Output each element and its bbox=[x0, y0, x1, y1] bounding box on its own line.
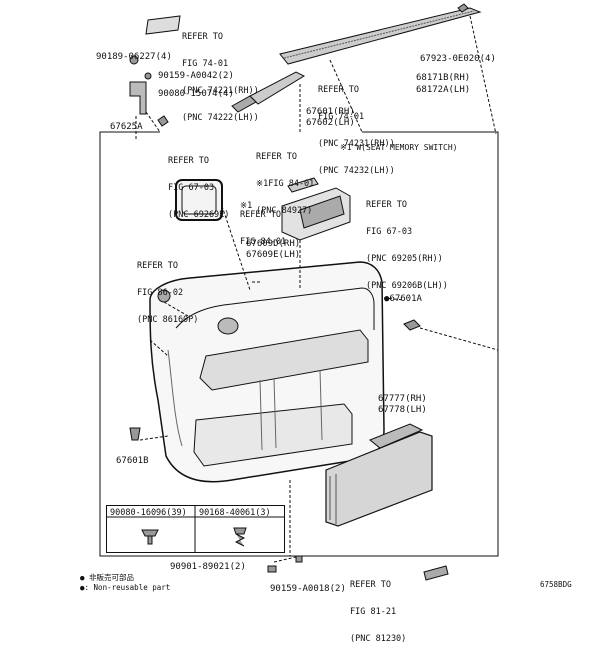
ref-fig-84-01-panel: ※1 REFER TO FIG 84-01 bbox=[240, 184, 286, 256]
ref-refer-text: REFER TO bbox=[256, 152, 297, 162]
label-68172a: 68172A(LH) bbox=[416, 85, 471, 95]
leader-lines-top bbox=[135, 15, 497, 140]
label-67609d: 67609D(RH) bbox=[246, 239, 301, 249]
label-90080-15074: 90080-15074(4) bbox=[158, 89, 234, 99]
ref-pnc-text: (PNC 74221(RH)) bbox=[182, 86, 259, 96]
ref-fig-text: ※1FIG 84-01 bbox=[256, 179, 315, 189]
leader-lines-main bbox=[139, 205, 499, 563]
ref-pnc-text: (PNC 69205(RH)) bbox=[366, 254, 443, 264]
ref-fig-67-03-grille: REFER TO FIG 67-03 (PNC 69269E) bbox=[168, 139, 229, 229]
clip-67601b-part bbox=[129, 427, 141, 441]
ref-fig-74-01-rh: REFER TO FIG 74-01 (PNC 74221(RH)) (PNC … bbox=[182, 15, 259, 132]
belt-moulding-ridge bbox=[283, 10, 475, 59]
fastener-table-col2: 90168-40061(3) bbox=[199, 508, 271, 518]
lower-carpet-part bbox=[325, 431, 433, 527]
ref-fig-86-02-light: REFER TO FIG 86-02 (PNC 86160P) bbox=[137, 244, 198, 334]
belt-moulding-clip bbox=[457, 3, 469, 13]
seat-switch-part bbox=[287, 177, 319, 193]
door-trim-vertical-ribs bbox=[259, 369, 323, 451]
ref-pnc-text: (PNC 84927) bbox=[256, 206, 313, 216]
ref-refer-text: REFER TO bbox=[366, 200, 407, 210]
label-90159-a0042: 90159-A0042(2) bbox=[158, 71, 234, 81]
door-trim-pocket bbox=[193, 403, 353, 467]
label-90159-a0018: 90159-A0018(2) bbox=[270, 584, 346, 594]
note-seat-memory-switch: ※1 W(SEAT MEMORY SWITCH) bbox=[340, 143, 458, 152]
footer-diagram-code: 6758BDG bbox=[540, 580, 572, 589]
fastener-table: 90080-16096(39) 90168-40061(3) bbox=[106, 505, 285, 553]
door-trim-upper-contour bbox=[175, 287, 375, 330]
ref-fig-81-21-lamp: REFER TO FIG 81-21 (PNC 81230) bbox=[350, 563, 406, 653]
fastener-90080-16096-icon bbox=[141, 529, 159, 545]
ref-pnc-text: (PNC 74232(LH)) bbox=[318, 166, 395, 176]
ref-refer-text: ※1 REFER TO bbox=[240, 201, 281, 220]
fastener-table-col1: 90080-16096(39) bbox=[110, 508, 187, 518]
ref-refer-text: REFER TO bbox=[318, 85, 359, 95]
label-67601b: 67601B bbox=[116, 456, 149, 466]
clip-90159-part bbox=[144, 72, 152, 80]
label-67601a: ●67601A bbox=[384, 294, 422, 304]
ref-fig-text: FIG 74-01 bbox=[318, 112, 365, 122]
ref-refer-text: REFER TO bbox=[182, 32, 223, 42]
ref-fig-text: FIG 74-01 bbox=[182, 59, 229, 69]
inside-handle-opening bbox=[217, 317, 239, 335]
ref-fig-74-01-garnish: REFER TO FIG 74-01 (PNC 74231(RH)) (PNC … bbox=[318, 68, 395, 185]
ref-refer-text: REFER TO bbox=[350, 580, 391, 590]
ref-refer-text: REFER TO bbox=[168, 156, 209, 166]
ref-fig-text: FIG 86-02 bbox=[137, 288, 184, 298]
speaker-grille-inner bbox=[181, 185, 217, 215]
lower-carpet-upper bbox=[369, 423, 424, 449]
courtesy-lamp-part bbox=[423, 565, 449, 581]
screw-90189-part bbox=[129, 55, 139, 65]
ref-pnc-text: (PNC 81230) bbox=[350, 634, 407, 644]
fastener-90168-40061-icon bbox=[233, 527, 247, 547]
ref-fig-text: FIG 81-21 bbox=[350, 607, 397, 617]
label-67601-rh: 67601(RH) bbox=[306, 107, 355, 117]
lower-carpet-edge bbox=[329, 474, 337, 524]
door-trim-inner-curve bbox=[167, 349, 183, 447]
clip-90159-a0018-part bbox=[267, 565, 277, 573]
footer-non-reusable-jp: ● 非販売可部品 bbox=[80, 573, 135, 582]
footer-non-reusable-en: ●: Non-reusable part bbox=[80, 583, 171, 592]
ref-fig-84-01-switch: REFER TO ※1FIG 84-01 (PNC 84927) bbox=[256, 135, 314, 225]
ref-pnc-text: (PNC 86160P) bbox=[137, 315, 199, 325]
ref-fig-text: FIG 84-01 bbox=[240, 237, 287, 247]
bracket-67625a-part bbox=[129, 81, 147, 115]
ref-pnc-text: (PNC 74231(RH)) bbox=[318, 139, 395, 149]
label-67778-lh: 67778(LH) bbox=[378, 405, 427, 415]
armrest-switch-detail bbox=[299, 195, 345, 229]
label-67777-rh: 67777(RH) bbox=[378, 394, 427, 404]
door-trim-parts-diagram bbox=[99, 3, 499, 581]
ref-fig-67-03-armrest: REFER TO FIG 67-03 (PNC 69205(RH)) (PNC … bbox=[366, 183, 448, 300]
clip-90080-part bbox=[157, 115, 169, 127]
speaker-grille-part bbox=[175, 179, 223, 221]
frame-moulding-part bbox=[145, 15, 181, 35]
upper-garnish-end bbox=[231, 95, 257, 113]
label-90189: 90189-06227(4) bbox=[96, 52, 172, 62]
label-67602-lh: 67602(LH) bbox=[306, 118, 355, 128]
ref-fig-text: FIG 67-03 bbox=[366, 227, 413, 237]
ref-pnc-text: (PNC 69206B(LH)) bbox=[366, 281, 448, 291]
ref-fig-text: FIG 67-03 bbox=[168, 183, 215, 193]
label-68171b: 68171B(RH) bbox=[416, 73, 471, 83]
bolt-90901-part bbox=[295, 555, 303, 563]
ref-pnc-text: (PNC 74222(LH)) bbox=[182, 113, 259, 123]
ref-refer-text: REFER TO bbox=[137, 261, 178, 271]
door-trim-armrest bbox=[199, 329, 369, 391]
label-90901: 90901-89021(2) bbox=[170, 562, 246, 572]
label-67609e: 67609E(LH) bbox=[246, 250, 301, 260]
label-67923: 67923-0E020(4) bbox=[420, 54, 496, 64]
ref-pnc-text: (PNC 69269E) bbox=[168, 210, 230, 220]
clip-67601a-part bbox=[403, 319, 421, 331]
label-67625a: 67625A bbox=[110, 122, 143, 132]
